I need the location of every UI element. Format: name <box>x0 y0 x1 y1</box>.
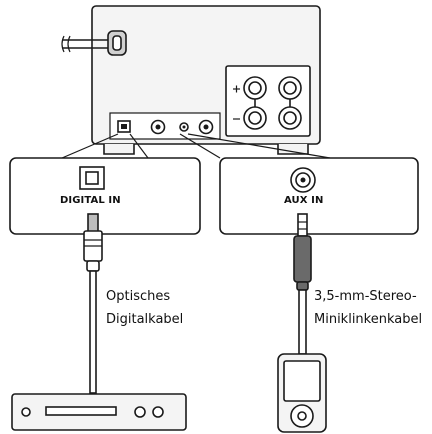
aux-in-zoom <box>219 157 419 235</box>
digital-in-label: DIGITAL IN <box>60 195 121 206</box>
stereo-cable-label: 3,5-mm-Stereo- Miniklinkenkabel <box>314 285 422 331</box>
portable-player <box>277 353 327 433</box>
power-cord <box>62 39 112 49</box>
optical-label-line2: Digitalkabel <box>106 312 184 327</box>
optical-label-line1: Optisches <box>106 289 171 304</box>
callout-lines <box>61 133 331 159</box>
stereo-label-line1: 3,5-mm-Stereo- <box>314 289 417 304</box>
optical-cable-label: Optisches Digitalkabel <box>106 285 183 331</box>
digital-in-zoom <box>9 157 201 235</box>
stereo-cable <box>293 213 312 355</box>
source-device <box>11 393 187 431</box>
optical-cable <box>83 213 103 394</box>
aux-in-label: AUX IN <box>284 195 324 206</box>
main-unit-rear <box>61 5 321 155</box>
stereo-label-line2: Miniklinkenkabel <box>314 312 423 327</box>
